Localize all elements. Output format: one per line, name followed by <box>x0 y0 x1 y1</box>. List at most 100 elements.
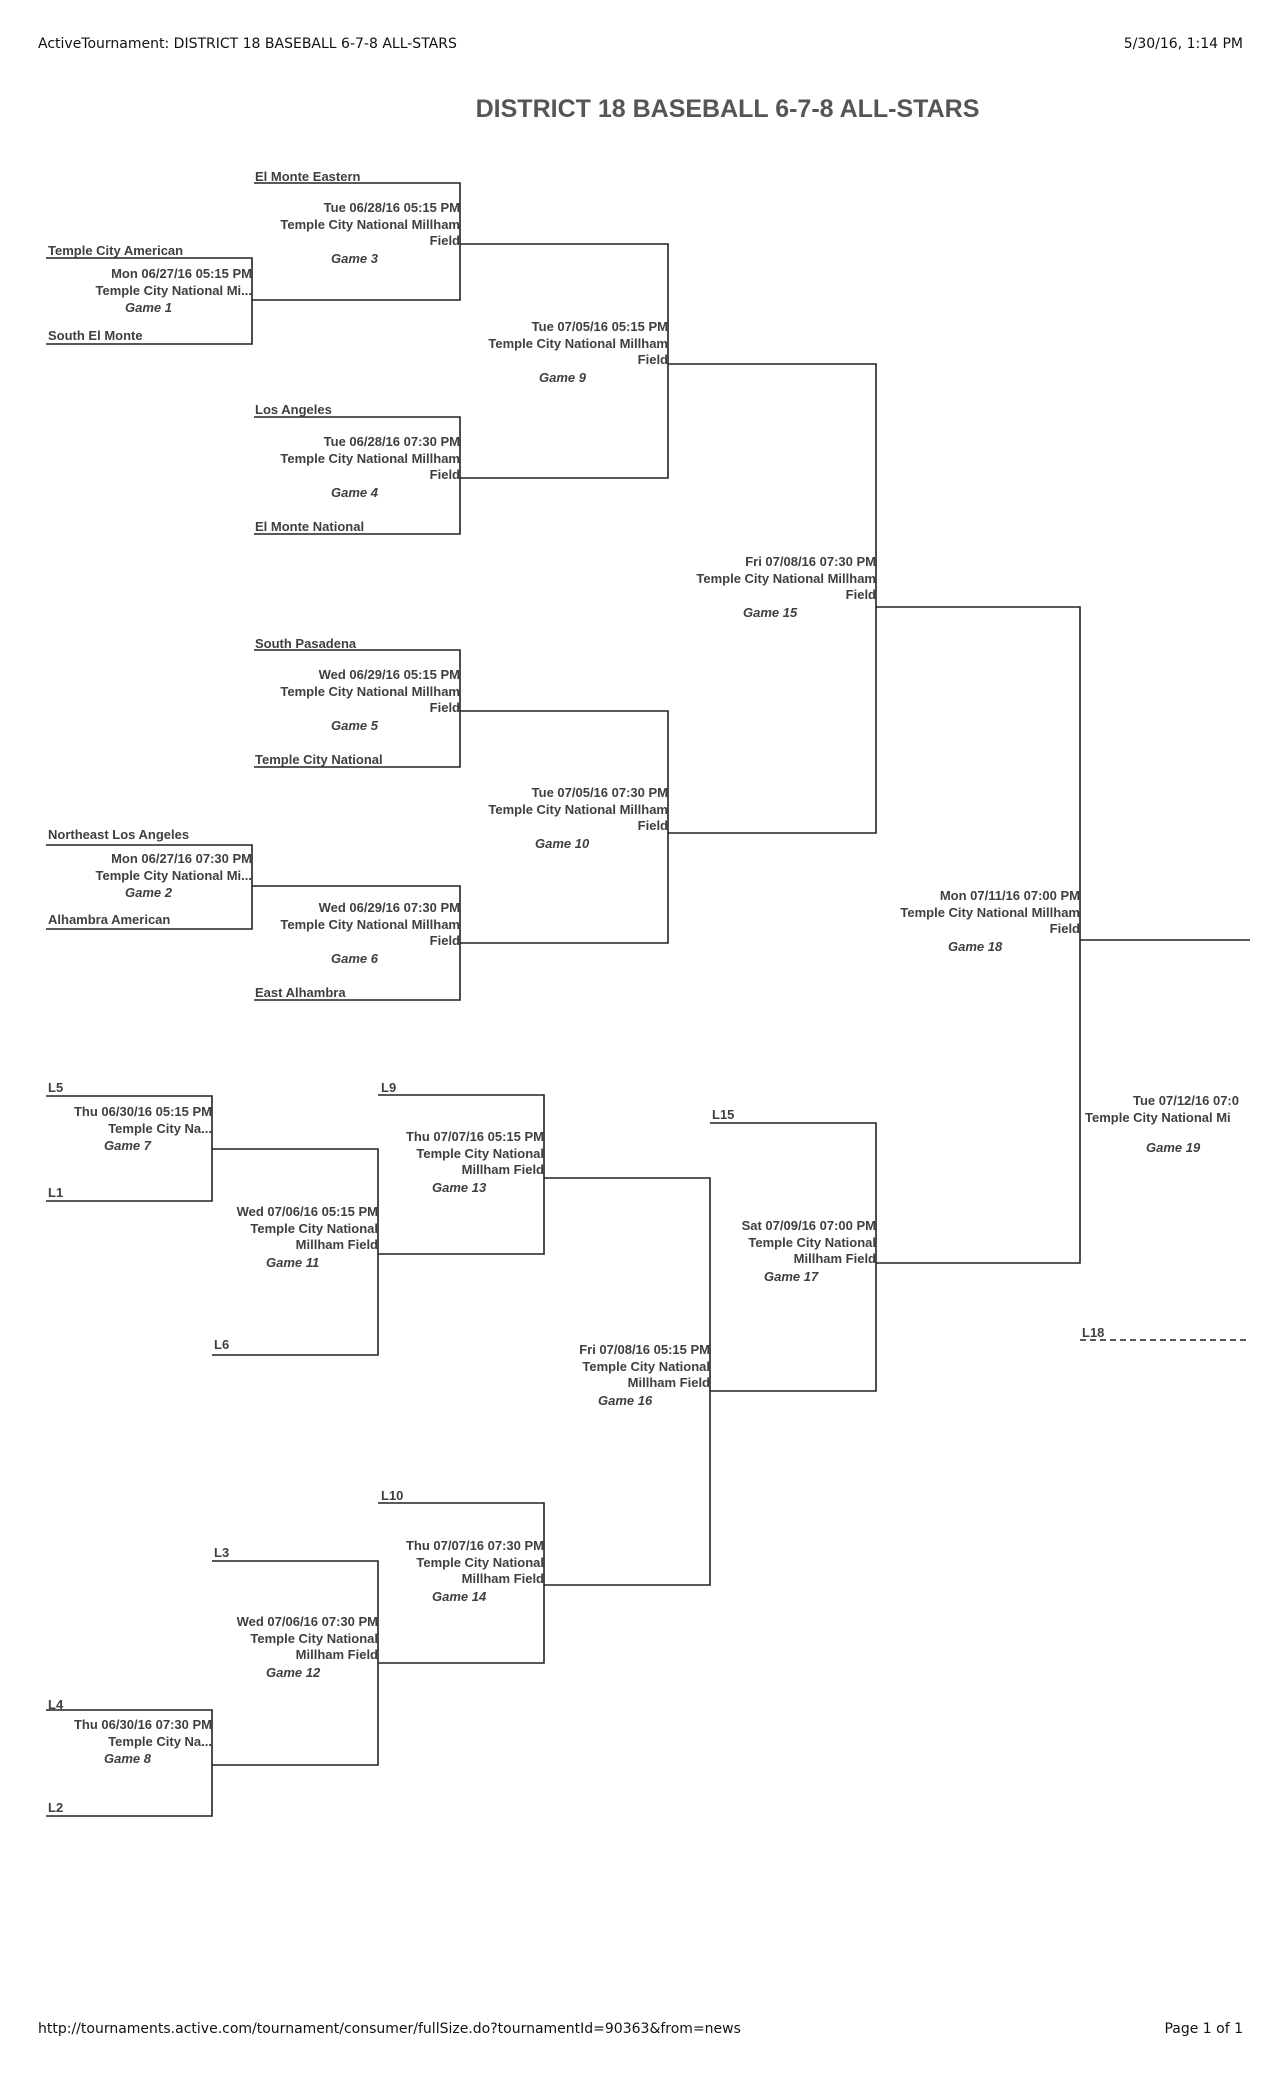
game-date: Mon 06/27/16 07:30 PM <box>111 851 252 866</box>
game-date: Tue 07/05/16 07:30 PM <box>531 785 668 800</box>
team-los-angeles: Los Angeles <box>255 402 332 417</box>
bracket-line-game-1 <box>46 257 253 345</box>
page-title: DISTRICT 18 BASEBALL 6-7-8 ALL-STARS <box>475 95 980 123</box>
game-10-info: Tue 07/05/16 07:30 PM Temple City Nation… <box>463 785 668 852</box>
game-location: Temple City National Millham <box>280 450 460 466</box>
game-location: Temple City National <box>416 1554 544 1570</box>
bracket-line-game-13 <box>378 1094 545 1255</box>
game-5-info: Wed 06/29/16 05:15 PM Temple City Nation… <box>255 667 460 734</box>
team-el-monte-eastern: El Monte Eastern <box>255 169 361 184</box>
game-16-info: Fri 07/08/16 05:15 PM Temple City Nation… <box>546 1342 710 1409</box>
game-date: Mon 07/11/16 07:00 PM <box>939 888 1080 903</box>
game-13-info: Thu 07/07/16 05:15 PM Temple City Nation… <box>380 1129 544 1196</box>
game-location-line2: Field <box>429 933 460 948</box>
game-number: Game 8 <box>104 1751 151 1766</box>
team-l10: L10 <box>381 1488 404 1503</box>
game-location: Temple City Na... <box>108 1733 212 1749</box>
game-number: Game 16 <box>598 1392 653 1408</box>
bracket-line-game-16 <box>544 1177 711 1586</box>
game-date: Thu 06/30/16 05:15 PM <box>73 1104 212 1119</box>
game-date: Wed 06/29/16 07:30 PM <box>318 900 460 915</box>
team-l9: L9 <box>381 1080 397 1095</box>
game-location: Temple City National <box>250 1630 378 1646</box>
game-3-info: Tue 06/28/16 05:15 PM Temple City Nation… <box>255 200 460 267</box>
game-location-line2: Millham Field <box>461 1162 544 1177</box>
game-number: Game 2 <box>125 885 172 900</box>
game-number: Game 3 <box>331 250 378 266</box>
game-location: Temple City National Millham <box>280 916 460 932</box>
team-l18: L18 <box>1082 1325 1105 1340</box>
bracket-line-game-10 <box>460 710 669 944</box>
print-footer-page-number: Page 1 of 1 <box>1164 2021 1243 2037</box>
team-el-monte-national: El Monte National <box>255 519 365 534</box>
team-south-pasadena: South Pasadena <box>255 636 357 651</box>
game-number: Game 11 <box>266 1254 320 1270</box>
print-header-timestamp: 5/30/16, 1:14 PM <box>1123 36 1243 52</box>
game-date: Thu 07/07/16 07:30 PM <box>405 1538 544 1553</box>
game-number: Game 13 <box>432 1179 487 1195</box>
game-location-line2: Field <box>845 587 876 602</box>
game-number: Game 9 <box>539 369 586 385</box>
game-2-info: Mon 06/27/16 07:30 PM Temple City Nation… <box>60 851 252 902</box>
game-location: Temple City Na... <box>108 1120 212 1136</box>
game-location: Temple City National <box>748 1234 876 1250</box>
game-14-info: Thu 07/07/16 07:30 PM Temple City Nation… <box>380 1538 544 1605</box>
game-location: Temple City National Millham <box>696 570 876 586</box>
game-date: Fri 07/08/16 05:15 PM <box>579 1342 710 1357</box>
game-location: Temple City National Millham <box>280 683 460 699</box>
game-location: Temple City National Mi... <box>95 282 252 298</box>
game-date: Tue 06/28/16 07:30 PM <box>323 434 460 449</box>
bracket-line-game-3 <box>252 182 461 301</box>
game-date: Sat 07/09/16 07:00 PM <box>741 1218 876 1233</box>
game-number: Game 15 <box>743 604 798 620</box>
game-19-info: Tue 07/12/16 07:0 Temple City National M… <box>1085 1093 1250 1157</box>
team-l15: L15 <box>712 1107 735 1122</box>
game-location-line2: Field <box>1049 921 1080 936</box>
game-location: Temple City National Millham <box>280 216 460 232</box>
game-17-info: Sat 07/09/16 07:00 PM Temple City Nation… <box>712 1218 876 1285</box>
game-18-info: Mon 07/11/16 07:00 PM Temple City Nation… <box>876 888 1080 955</box>
game-date: Tue 07/05/16 05:15 PM <box>531 319 668 334</box>
team-l3: L3 <box>214 1545 230 1560</box>
game-date: Tue 07/12/16 07:0 <box>1133 1093 1239 1108</box>
game-date: Wed 06/29/16 05:15 PM <box>318 667 460 682</box>
game-location: Temple City National Mi <box>1085 1109 1231 1125</box>
bracket-line-game-17 <box>710 1122 877 1392</box>
bracket-line-game-18 <box>876 606 1081 1264</box>
print-footer-url[interactable]: http://tournaments.active.com/tournament… <box>38 2021 741 2037</box>
game-location: Temple City National Millham <box>488 335 668 351</box>
team-northeast-los-angeles: Northeast Los Angeles <box>48 827 190 842</box>
game-number: Game 6 <box>331 950 378 966</box>
game-7-info: Thu 06/30/16 05:15 PM Temple City Na... … <box>46 1104 212 1155</box>
team-l5: L5 <box>48 1080 64 1095</box>
game-4-info: Tue 06/28/16 07:30 PM Temple City Nation… <box>255 434 460 501</box>
game-11-info: Wed 07/06/16 05:15 PM Temple City Nation… <box>214 1204 378 1271</box>
bracket-line-game-15 <box>668 363 877 834</box>
game-date: Fri 07/08/16 07:30 PM <box>745 554 876 569</box>
game-1-info: Mon 06/27/16 05:15 PM Temple City Nation… <box>60 266 252 317</box>
game-number: Game 14 <box>432 1588 487 1604</box>
bracket-line-game-2 <box>46 844 253 930</box>
game-location: Temple City National Millham <box>488 801 668 817</box>
team-alhambra-american: Alhambra American <box>48 912 171 927</box>
bracket-line-game-5 <box>254 649 461 768</box>
game-location: Temple City National <box>250 1220 378 1236</box>
team-temple-city-american: Temple City American <box>48 243 184 258</box>
team-l1: L1 <box>48 1185 64 1200</box>
game-location-line2: Field <box>637 352 668 367</box>
game-8-info: Thu 06/30/16 07:30 PM Temple City Na... … <box>46 1717 212 1768</box>
game-number: Game 7 <box>104 1138 151 1153</box>
game-6-info: Wed 06/29/16 07:30 PM Temple City Nation… <box>255 900 460 967</box>
game-number: Game 10 <box>535 835 590 851</box>
game-date: Tue 06/28/16 05:15 PM <box>323 200 460 215</box>
game-15-info: Fri 07/08/16 07:30 PM Temple City Nation… <box>670 554 876 621</box>
bracket-line-game-9 <box>460 243 669 479</box>
bracket-line-game-8 <box>46 1709 213 1817</box>
game-location-line2: Field <box>429 233 460 248</box>
game-location-line2: Field <box>637 818 668 833</box>
team-temple-city-national: Temple City National <box>255 752 383 767</box>
game-number: Game 17 <box>764 1268 819 1284</box>
game-location-line2: Field <box>429 467 460 482</box>
game-location: Temple City National <box>416 1145 544 1161</box>
